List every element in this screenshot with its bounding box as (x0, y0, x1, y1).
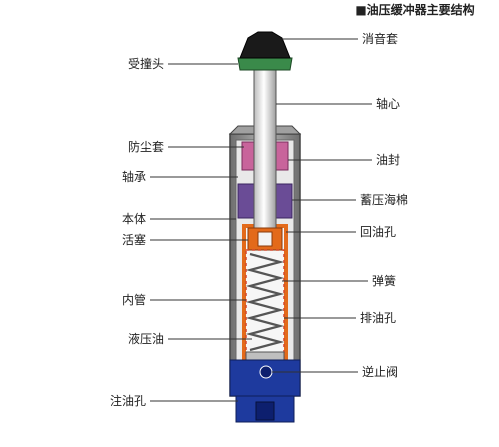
label-shaft: 轴心 (376, 96, 400, 111)
label-dust-cover: 防尘套 (128, 139, 164, 154)
label-piston: 活塞 (122, 232, 146, 247)
label-body: 本体 (122, 212, 146, 226)
silencer-cap (239, 31, 291, 59)
label-accumulator: 蓄压海棉 (360, 192, 408, 207)
label-return-hole: 回油孔 (360, 225, 396, 239)
sponge-right (273, 183, 293, 219)
label-inner-tube: 内管 (122, 292, 146, 307)
label-silencer-cap: 消音套 (362, 31, 398, 46)
label-oil-seal: 油封 (376, 153, 400, 167)
label-check-valve: 逆止阀 (362, 364, 398, 379)
label-stopper: 受撞头 (128, 56, 164, 71)
label-bearing: 轴承 (122, 169, 146, 184)
diagram-title: ■油压缓冲器主要结构 (355, 2, 474, 17)
piston-core (257, 231, 273, 247)
label-spring: 弹簧 (372, 273, 396, 288)
sponge-left (237, 183, 257, 219)
label-oil-inlet: 注油孔 (110, 393, 146, 408)
leader-lines-right (272, 38, 372, 373)
stopper-green (237, 57, 293, 71)
leader-lines-left (150, 63, 252, 402)
spring (245, 252, 285, 352)
label-discharge-hole: 排油孔 (360, 311, 396, 325)
base-blue (229, 359, 301, 423)
shaft-rod (253, 59, 277, 233)
label-hydraulic-oil: 液压油 (128, 331, 164, 346)
